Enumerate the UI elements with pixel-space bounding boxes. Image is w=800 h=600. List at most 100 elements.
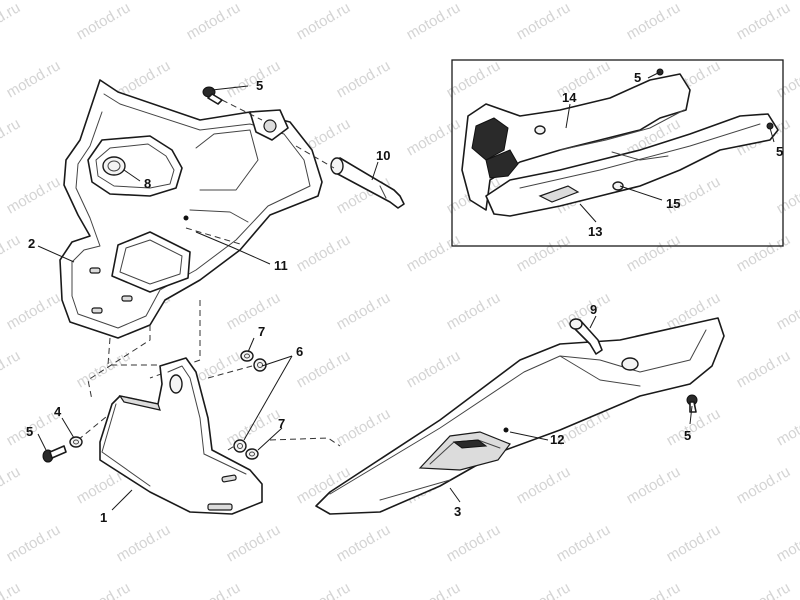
watermark-text: motod.ru: [444, 521, 504, 565]
guide-line: [269, 437, 341, 447]
assembled-view-inset: [451, 59, 784, 247]
callout-5-top: 5: [256, 78, 263, 93]
watermark-text: motod.ru: [734, 463, 794, 507]
callout-4: 4: [54, 404, 62, 419]
watermark-text: motod.ru: [224, 521, 284, 565]
watermark-text: motod.ru: [0, 115, 23, 159]
watermark-text: motod.ru: [624, 231, 684, 275]
part-13-assembled-cowl: [461, 73, 691, 211]
callout-14: 14: [562, 90, 577, 105]
watermark-text: motod.ru: [404, 579, 464, 600]
part-6-washer-upper: [253, 358, 267, 372]
callout-12: 12: [550, 432, 564, 447]
watermark-text: motod.ru: [514, 231, 574, 275]
watermark-text: motod.ru: [0, 231, 23, 275]
watermark-text: motod.ru: [74, 0, 134, 43]
watermark-text: motod.ru: [224, 289, 284, 333]
callout-5-left: 5: [26, 424, 33, 439]
callout-7-upper: 7: [258, 324, 265, 339]
watermark-text: motod.ru: [444, 289, 504, 333]
watermark-text: motod.ru: [514, 0, 574, 43]
watermark-text: motod.ru: [0, 0, 23, 43]
watermark-text: motod.ru: [294, 579, 354, 600]
watermark-text: motod.ru: [734, 347, 794, 391]
watermark-text: motod.ru: [734, 579, 794, 600]
watermark-text: motod.ru: [4, 289, 64, 333]
guide-line: [77, 411, 113, 441]
watermark-text: motod.ru: [624, 463, 684, 507]
callout-11: 11: [274, 258, 288, 273]
watermark-text: motod.ru: [774, 405, 800, 449]
callout-5-right: 5: [684, 428, 691, 443]
watermark-text: motod.ru: [294, 231, 354, 275]
watermark-text: motod.ru: [334, 57, 394, 101]
callout-15: 15: [666, 196, 680, 211]
part-7-nut-lower: [245, 448, 259, 460]
callout-2: 2: [28, 236, 35, 251]
watermark-text: motod.ru: [224, 57, 284, 101]
callout-9: 9: [590, 302, 597, 317]
watermark-text: motod.ru: [294, 0, 354, 43]
callout-8: 8: [144, 176, 151, 191]
callout-13: 13: [588, 224, 602, 239]
watermark-text: motod.ru: [4, 173, 64, 217]
callout-labels: 5 8 10 2 11 4 5 1 7 6 7 3 12 9 5 5 5 14 …: [26, 70, 783, 525]
callout-6: 6: [296, 344, 303, 359]
watermark-text: motod.ru: [554, 521, 614, 565]
watermark-text: motod.ru: [514, 579, 574, 600]
watermark-text: motod.ru: [4, 521, 64, 565]
watermark-text: motod.ru: [404, 0, 464, 43]
watermark-text: motod.ru: [74, 347, 134, 391]
watermark-text: motod.ru: [0, 347, 23, 391]
watermark-text: motod.ru: [404, 231, 464, 275]
watermark-text: motod.ru: [184, 579, 244, 600]
watermark-text: motod.ru: [664, 521, 724, 565]
callout-3: 3: [454, 504, 461, 519]
guide-line: [107, 337, 163, 385]
part-3-lower-cowl: [315, 317, 725, 515]
part-8-grommet: [102, 156, 126, 176]
watermark-text: motod.ru: [4, 57, 64, 101]
watermark-text: motod.ru: [774, 173, 800, 217]
watermark-text: motod.ru: [404, 347, 464, 391]
watermark-text: motod.ru: [334, 521, 394, 565]
watermark-text: motod.ru: [514, 463, 574, 507]
part-9-bolt: [569, 318, 603, 355]
callout-5-inset-top: 5: [634, 70, 641, 85]
watermark-text: motod.ru: [0, 463, 23, 507]
watermark-text: motod.ru: [224, 405, 284, 449]
guide-line: [207, 365, 253, 379]
callout-7-lower: 7: [278, 416, 285, 431]
watermark-text: motod.ru: [734, 0, 794, 43]
reference-dot: [503, 427, 509, 433]
watermark-text: motod.ru: [774, 521, 800, 565]
guide-line: [87, 325, 151, 401]
watermark-text: motod.ru: [114, 521, 174, 565]
part-1-lower-bracket: [99, 357, 263, 515]
watermark-text: motod.ru: [184, 0, 244, 43]
watermark-text: motod.ru: [0, 579, 23, 600]
callout-10: 10: [376, 148, 390, 163]
guide-line: [295, 145, 335, 169]
part-6-washer-lower: [233, 439, 247, 453]
callout-1: 1: [100, 510, 107, 525]
watermark-text: motod.ru: [734, 231, 794, 275]
reference-dot: [183, 215, 189, 221]
watermark-text: motod.ru: [624, 579, 684, 600]
leader-lines: [37, 71, 775, 511]
watermark-text: motod.ru: [774, 57, 800, 101]
part-2-upper-bracket-panel: [59, 79, 323, 339]
watermark-text: motod.ru: [404, 115, 464, 159]
part-10-stud: [330, 157, 405, 209]
callout-5-inset-right: 5: [776, 144, 783, 159]
watermark-text: motod.ru: [334, 405, 394, 449]
watermark-text: motod.ru: [774, 289, 800, 333]
watermark-text: motod.ru: [624, 0, 684, 43]
part-5-bolt-left: [42, 445, 67, 463]
watermark-text: motod.ru: [334, 289, 394, 333]
part-5-bolt-right: [686, 394, 698, 413]
part-7-nut-upper: [240, 350, 254, 362]
guide-line: [221, 99, 263, 121]
part-4-washer: [69, 436, 83, 448]
